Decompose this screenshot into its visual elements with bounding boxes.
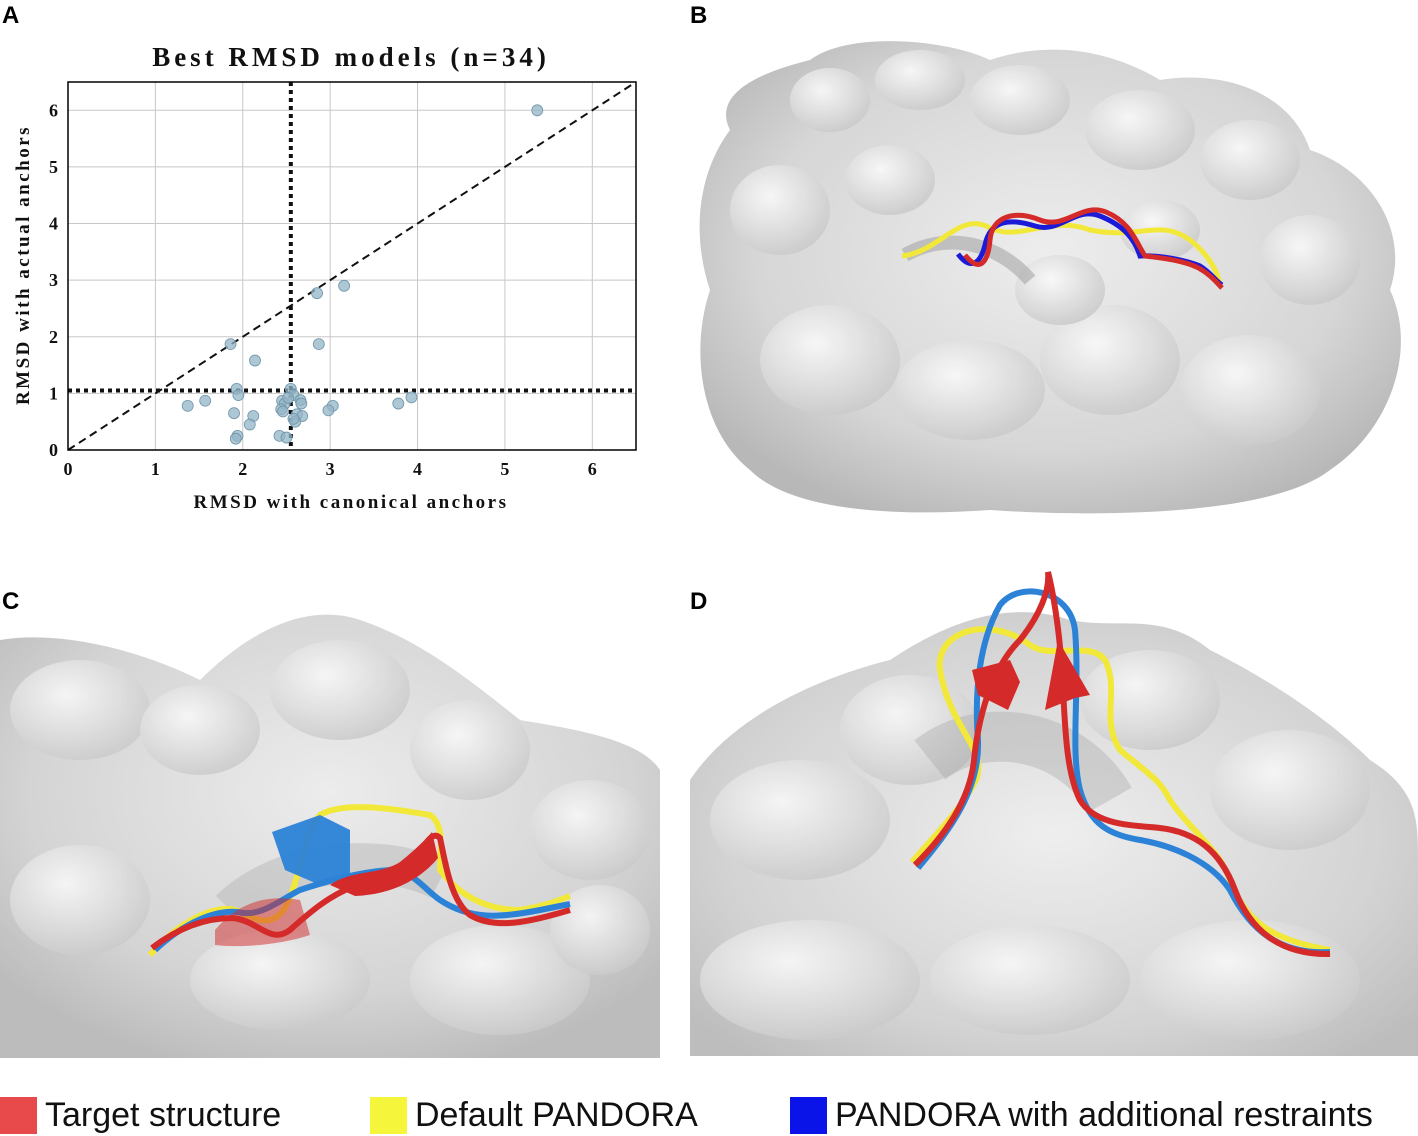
legend-label-restrained: PANDORA with additional restraints xyxy=(835,1095,1373,1134)
x-tick-label: 2 xyxy=(238,459,247,479)
y-tick-label: 2 xyxy=(49,327,58,347)
legend-label-default: Default PANDORA xyxy=(415,1095,698,1134)
panel-letter-b: B xyxy=(690,2,708,29)
data-point xyxy=(287,412,300,425)
protein-surface-image-d xyxy=(690,571,1418,1056)
data-point xyxy=(280,431,293,444)
data-point xyxy=(322,404,335,417)
y-tick-label: 4 xyxy=(49,214,58,234)
data-point xyxy=(392,397,405,410)
data-point xyxy=(311,287,323,300)
data-point xyxy=(232,389,245,401)
chart-x-axis-label: RMSD with canonical anchors xyxy=(193,492,508,513)
data-point xyxy=(243,418,256,431)
y-tick-label: 3 xyxy=(49,270,58,290)
data-point xyxy=(224,338,237,351)
y-tick-label: 5 xyxy=(49,157,58,177)
data-point xyxy=(282,392,295,404)
panel-letter-c: C xyxy=(2,588,20,615)
chart-y-axis-label: RMSD with actual anchors xyxy=(13,125,34,405)
chart-frame xyxy=(67,81,637,451)
protein-surface-image-c xyxy=(0,614,660,1058)
legend-swatch-default xyxy=(370,1096,407,1134)
panel-letter-a: A xyxy=(2,2,20,29)
structure-panel-d xyxy=(690,560,1418,1056)
chart-x-ticks: 0 1 2 3 4 5 6 xyxy=(64,459,597,479)
peptide-target-b xyxy=(963,207,1224,290)
data-point xyxy=(181,399,194,412)
x-tick-label: 5 xyxy=(500,459,509,479)
data-point xyxy=(338,279,351,292)
data-point xyxy=(277,405,289,418)
x-tick-label: 3 xyxy=(326,459,335,479)
helix-red-left-c xyxy=(215,898,310,947)
x-tick-label: 1 xyxy=(151,459,160,479)
data-point xyxy=(531,104,544,117)
legend-item-restrained: PANDORA with additional restraints xyxy=(790,1094,1373,1136)
x-tick-label: 6 xyxy=(588,459,597,479)
legend-item-default: Default PANDORA xyxy=(370,1094,698,1136)
legend-swatch-target xyxy=(0,1096,37,1134)
x-tick-label: 4 xyxy=(413,459,422,479)
chart-points xyxy=(181,104,544,445)
data-point xyxy=(312,338,325,351)
chart-title: Best RMSD models (n=34) xyxy=(152,42,550,72)
y-tick-label: 6 xyxy=(49,100,58,120)
data-point xyxy=(249,354,261,367)
y-tick-label: 0 xyxy=(49,440,58,460)
structure-panel-b xyxy=(690,30,1418,517)
chart-reference-lines xyxy=(67,81,637,451)
strand-arrow-2-d xyxy=(1045,640,1090,710)
y-tick-label: 1 xyxy=(49,383,58,403)
data-point xyxy=(229,432,242,445)
protein-surface-image-b xyxy=(699,41,1401,514)
peptide-default-b xyxy=(901,221,1223,284)
helix-blue-c xyxy=(272,815,350,885)
data-point xyxy=(295,397,308,410)
chart-y-ticks: 0 1 2 3 4 5 6 xyxy=(49,100,58,460)
legend-label-target: Target structure xyxy=(45,1095,282,1134)
structure-panel-c xyxy=(0,600,660,1058)
strand-arrow-1-d xyxy=(972,660,1020,710)
legend-swatch-restrained xyxy=(790,1096,827,1134)
x-tick-label: 0 xyxy=(64,459,73,479)
data-point xyxy=(405,391,418,404)
figure-legend: Target structure Default PANDORA PANDORA… xyxy=(0,1094,1418,1136)
diagonal-reference-line xyxy=(67,81,637,451)
helix-red-c xyxy=(330,832,438,896)
data-point xyxy=(228,407,240,420)
legend-item-target: Target structure xyxy=(0,1094,281,1136)
panel-letter-d: D xyxy=(690,588,708,615)
data-point xyxy=(199,394,212,407)
